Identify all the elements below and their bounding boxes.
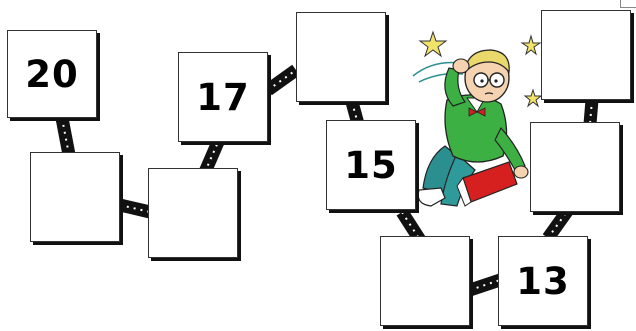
box-number: 13 xyxy=(516,260,570,303)
star-icon xyxy=(525,90,541,106)
answer-box-10[interactable] xyxy=(541,10,631,100)
number-box-17: 17 xyxy=(178,52,268,142)
star-icon xyxy=(420,32,446,56)
number-box-15: 15 xyxy=(326,120,416,210)
box-number: 17 xyxy=(196,76,250,119)
answer-box-2[interactable] xyxy=(30,152,120,242)
box-number: 15 xyxy=(344,144,398,187)
answer-box-9[interactable] xyxy=(530,122,620,212)
star-icon xyxy=(522,36,540,54)
number-box-13: 13 xyxy=(498,236,588,326)
answer-box-5[interactable] xyxy=(296,12,386,102)
answer-box-7[interactable] xyxy=(380,236,470,326)
hand xyxy=(453,59,469,73)
number-box-20: 20 xyxy=(7,30,97,118)
box-number: 20 xyxy=(25,53,79,96)
connector-box9-to-box10 xyxy=(590,100,592,124)
corner-mark xyxy=(620,0,636,8)
answer-box-3[interactable] xyxy=(148,168,238,258)
